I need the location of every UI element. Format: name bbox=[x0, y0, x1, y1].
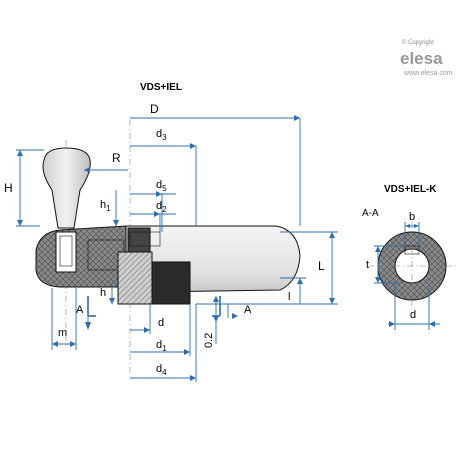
dimension-d4: d4 bbox=[130, 304, 197, 382]
svg-text:A: A bbox=[244, 304, 252, 316]
svg-text:h1: h1 bbox=[100, 199, 111, 213]
svg-text:b: b bbox=[409, 211, 415, 223]
svg-text:0.2: 0.2 bbox=[203, 333, 215, 348]
dimension-h: h bbox=[100, 282, 115, 304]
section-dimension-d: d bbox=[388, 283, 440, 330]
svg-text:A: A bbox=[76, 304, 84, 316]
section-label: A-A bbox=[362, 208, 379, 219]
dimension-gap: 0.2 bbox=[203, 296, 219, 348]
section-cut-A-right: A bbox=[212, 296, 252, 319]
dimension-d: d bbox=[130, 304, 164, 334]
svg-text:d4: d4 bbox=[156, 363, 167, 377]
brand-url: www.elesa.com bbox=[403, 70, 453, 77]
svg-text:H: H bbox=[4, 181, 13, 195]
svg-text:d2: d2 bbox=[156, 200, 167, 214]
section-A-A-drawing bbox=[368, 222, 456, 310]
svg-text:d3: d3 bbox=[156, 128, 167, 142]
brand-name: elesa bbox=[400, 49, 443, 68]
svg-text:d: d bbox=[410, 309, 416, 321]
handle-screw-bore bbox=[55, 231, 77, 273]
svg-text:d: d bbox=[158, 317, 164, 329]
svg-text:L: L bbox=[318, 259, 325, 273]
dimension-d2: d2 bbox=[130, 200, 176, 232]
dimension-m: m bbox=[51, 288, 77, 350]
svg-text:h: h bbox=[100, 287, 106, 299]
main-view-title: VDS+IEL bbox=[140, 82, 182, 93]
section-cut-A-left: A bbox=[76, 296, 96, 330]
svg-text:D: D bbox=[150, 102, 159, 116]
section-view-title: VDS+IEL-K bbox=[384, 184, 437, 195]
section-dimension-b: b bbox=[404, 211, 420, 246]
handle-screw bbox=[59, 235, 73, 267]
boss-section bbox=[117, 251, 153, 305]
copyright-text: © Copyright bbox=[402, 39, 434, 46]
dimension-H: H bbox=[4, 149, 44, 227]
svg-text:d1: d1 bbox=[156, 339, 167, 353]
revolving-handle bbox=[42, 147, 91, 229]
svg-text:l: l bbox=[288, 291, 290, 303]
dimension-R: R bbox=[84, 151, 128, 173]
svg-text:R: R bbox=[112, 151, 121, 165]
dimension-d1: d1 bbox=[130, 304, 191, 356]
hub-bore bbox=[129, 231, 161, 247]
boss-insert bbox=[151, 261, 191, 305]
dimension-D: D bbox=[130, 102, 301, 226]
dimension-l: l bbox=[280, 277, 306, 304]
section-dimension-t: t bbox=[366, 245, 405, 284]
dimension-h1: h1 bbox=[100, 190, 119, 226]
svg-text:d5: d5 bbox=[156, 179, 167, 193]
dimension-d3: d3 bbox=[130, 128, 197, 226]
handwheel-rim-section bbox=[35, 225, 127, 288]
brand-logo: © Copyright elesa www.elesa.com bbox=[400, 39, 453, 77]
svg-text:m: m bbox=[58, 327, 67, 339]
svg-text:t: t bbox=[366, 259, 369, 271]
dimension-d5: d5 bbox=[130, 179, 176, 232]
